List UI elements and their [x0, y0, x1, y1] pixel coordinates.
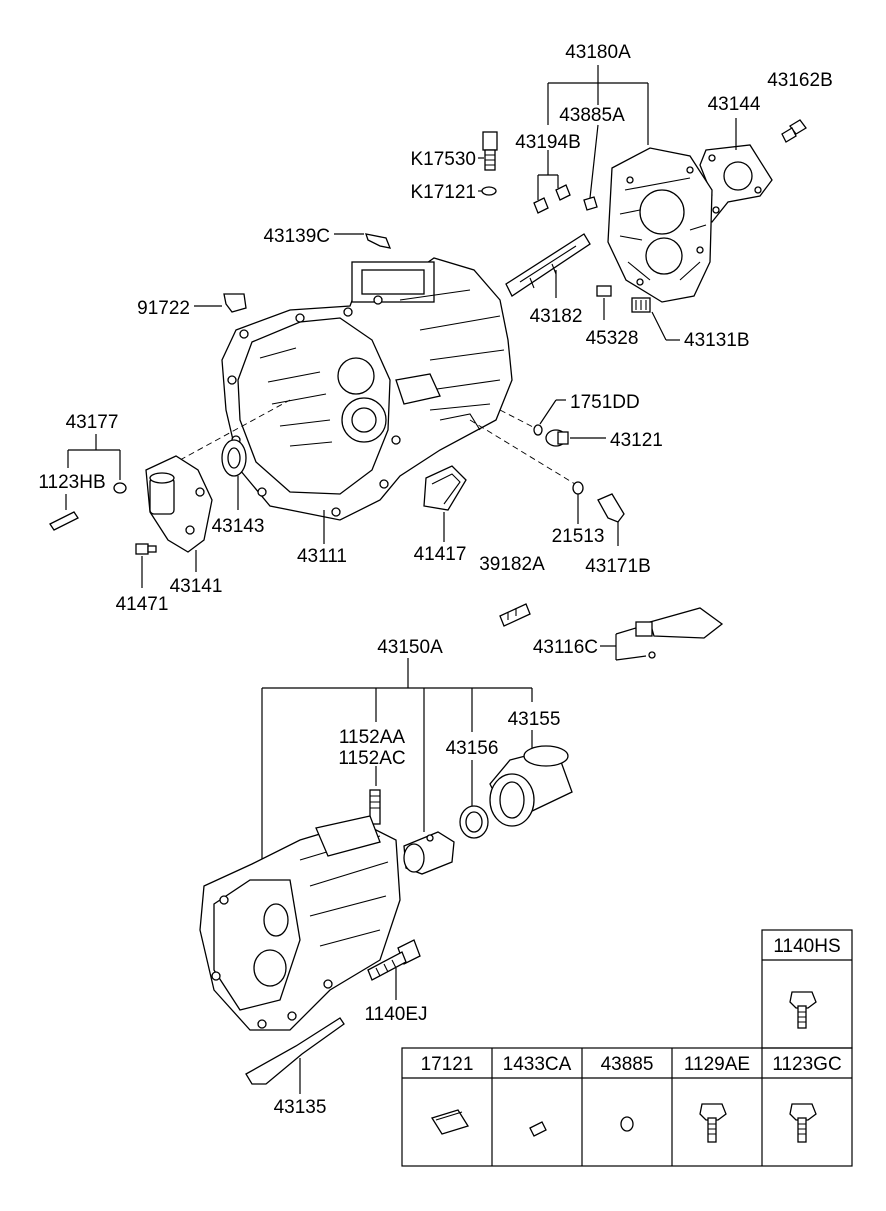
o-ring-1751DD	[533, 399, 566, 436]
label-1123HB: 1123HB	[38, 472, 105, 493]
transmission-case	[221, 257, 513, 544]
assembly-axes	[179, 399, 576, 485]
label-43180A: 43180A	[565, 42, 631, 63]
label-21513: 21513	[552, 526, 605, 547]
label-43141: 43141	[170, 576, 223, 597]
table-icon-43885	[620, 1116, 634, 1132]
cover-41417	[423, 465, 467, 542]
parts-table: 1140HS 17121 1433CA 43885 1129AE 1123GC	[401, 929, 853, 1167]
label-39182A: 39182A	[479, 554, 545, 575]
bracket-43139C	[334, 233, 392, 249]
label-41471: 41471	[116, 594, 169, 615]
leader-43150A	[261, 658, 533, 866]
table-icon-17121	[431, 1109, 469, 1135]
table-header-1123GC: 1123GC	[772, 1054, 841, 1075]
front-cover-43141	[145, 455, 213, 572]
label-43111: 43111	[297, 546, 347, 567]
gasket-43144	[699, 118, 773, 223]
label-1152AA: 1152AA	[339, 727, 406, 748]
dowel-pins	[533, 184, 598, 214]
table-header-1433CA: 1433CA	[503, 1054, 572, 1075]
table-header-17121: 17121	[421, 1054, 474, 1075]
label-43885A: 43885A	[559, 105, 625, 126]
label-43139C: 43139C	[263, 226, 330, 247]
label-43177: 43177	[66, 412, 119, 433]
label-43182: 43182	[530, 306, 583, 327]
bracket-43131B	[631, 297, 680, 341]
plug-45328	[596, 285, 612, 320]
table-header-1140HS: 1140HS	[773, 936, 840, 957]
part-43135	[245, 1017, 345, 1094]
part-labels: 43180A 43162B 43144 43885A 43194B K17530…	[38, 42, 832, 1118]
table-icon-1129AE	[699, 1103, 727, 1143]
label-43171B: 43171B	[585, 556, 651, 577]
table-icon-1433CA	[529, 1121, 547, 1137]
bolt-41471	[135, 543, 157, 588]
label-43143: 43143	[212, 516, 265, 537]
extension-housing	[607, 147, 713, 303]
label-K17121: K17121	[410, 182, 476, 203]
bracket-39182A	[499, 603, 531, 627]
label-41417: 41417	[414, 544, 467, 565]
label-1751DD: 1751DD	[570, 392, 640, 413]
label-43144: 43144	[708, 94, 761, 115]
plug-43171B	[597, 493, 625, 546]
label-43155: 43155	[508, 709, 561, 730]
label-43162B: 43162B	[767, 70, 833, 91]
stud-1152AA	[369, 789, 381, 825]
plug-43121	[545, 429, 606, 447]
lower-housing	[199, 815, 401, 1031]
bushing-43155	[489, 745, 573, 827]
sleeve	[403, 831, 455, 875]
table-header-1129AE: 1129AE	[684, 1054, 750, 1075]
label-1152AC: 1152AC	[338, 748, 405, 769]
table-header-43885: 43885	[601, 1054, 654, 1075]
label-45328: 45328	[586, 328, 639, 349]
label-43121: 43121	[610, 430, 663, 451]
sealant-tube	[600, 607, 724, 661]
bolt-1140EJ	[367, 939, 421, 1000]
bolt-43162B	[781, 119, 807, 143]
leader-43177	[49, 434, 127, 531]
table-icon-1140HS	[789, 991, 817, 1029]
leader-43180A	[537, 65, 649, 200]
oil-seal-43143	[221, 439, 247, 510]
label-91722: 91722	[137, 298, 190, 319]
clip-91722	[194, 293, 247, 313]
breather-assembly	[478, 131, 498, 196]
label-43131B: 43131B	[684, 330, 750, 351]
seal-43156	[459, 805, 489, 839]
label-K17530: K17530	[410, 149, 476, 170]
label-43194B: 43194B	[515, 132, 581, 153]
label-1140EJ: 1140EJ	[364, 1004, 427, 1025]
label-43150A: 43150A	[377, 637, 443, 658]
label-43135: 43135	[274, 1097, 327, 1118]
o-ring-21513	[572, 481, 584, 524]
label-43116C: 43116C	[533, 637, 598, 658]
cover-43182	[505, 233, 591, 298]
label-43156: 43156	[446, 738, 499, 759]
table-icon-1123GC	[789, 1103, 817, 1143]
